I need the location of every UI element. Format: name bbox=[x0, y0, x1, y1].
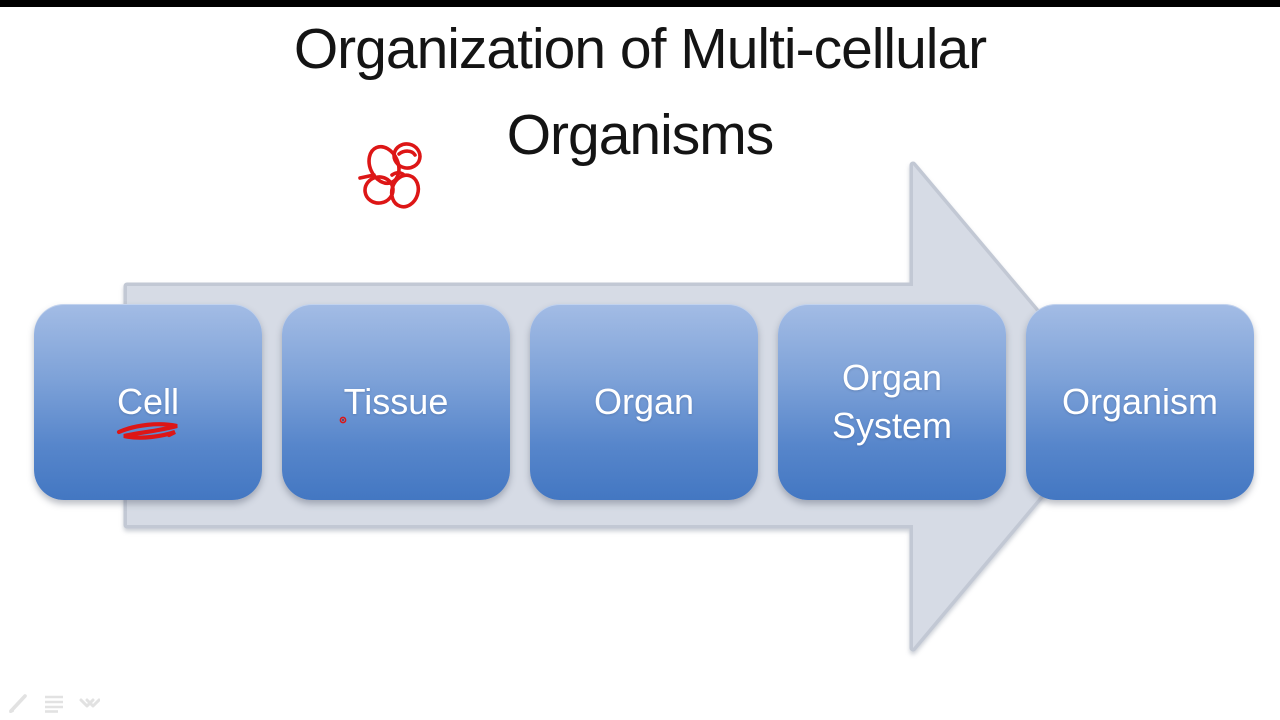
slide-title-line2: Organisms bbox=[506, 103, 775, 167]
stage-box-organ: Organ bbox=[530, 304, 758, 500]
stage-box-cell: Cell bbox=[34, 304, 262, 500]
stage-label: Organ System bbox=[831, 357, 953, 446]
stage-label: Organ bbox=[593, 381, 695, 423]
presenter-controls bbox=[8, 690, 118, 716]
top-letterbox-bar bbox=[0, 0, 1280, 7]
stage-label: Cell bbox=[116, 381, 179, 423]
stage-box-organism: Organism bbox=[1026, 304, 1254, 500]
pen-icon[interactable] bbox=[8, 692, 30, 714]
stage-label: Organism bbox=[1061, 381, 1219, 423]
stage-box-organ-system: Organ System bbox=[778, 304, 1006, 500]
slide-title-line1: Organization of Multi-cellular bbox=[293, 17, 987, 81]
slide-title: Organization of Multi-cellular Organisms bbox=[0, 6, 1280, 178]
menu-icon[interactable] bbox=[43, 692, 65, 714]
stage-box-tissue: Tissue bbox=[282, 304, 510, 500]
stage-label: Tissue bbox=[343, 381, 449, 423]
stage-box-row: Cell Tissue Organ Organ System Organism bbox=[34, 304, 1254, 500]
slide-navigator-icon[interactable] bbox=[78, 692, 100, 714]
